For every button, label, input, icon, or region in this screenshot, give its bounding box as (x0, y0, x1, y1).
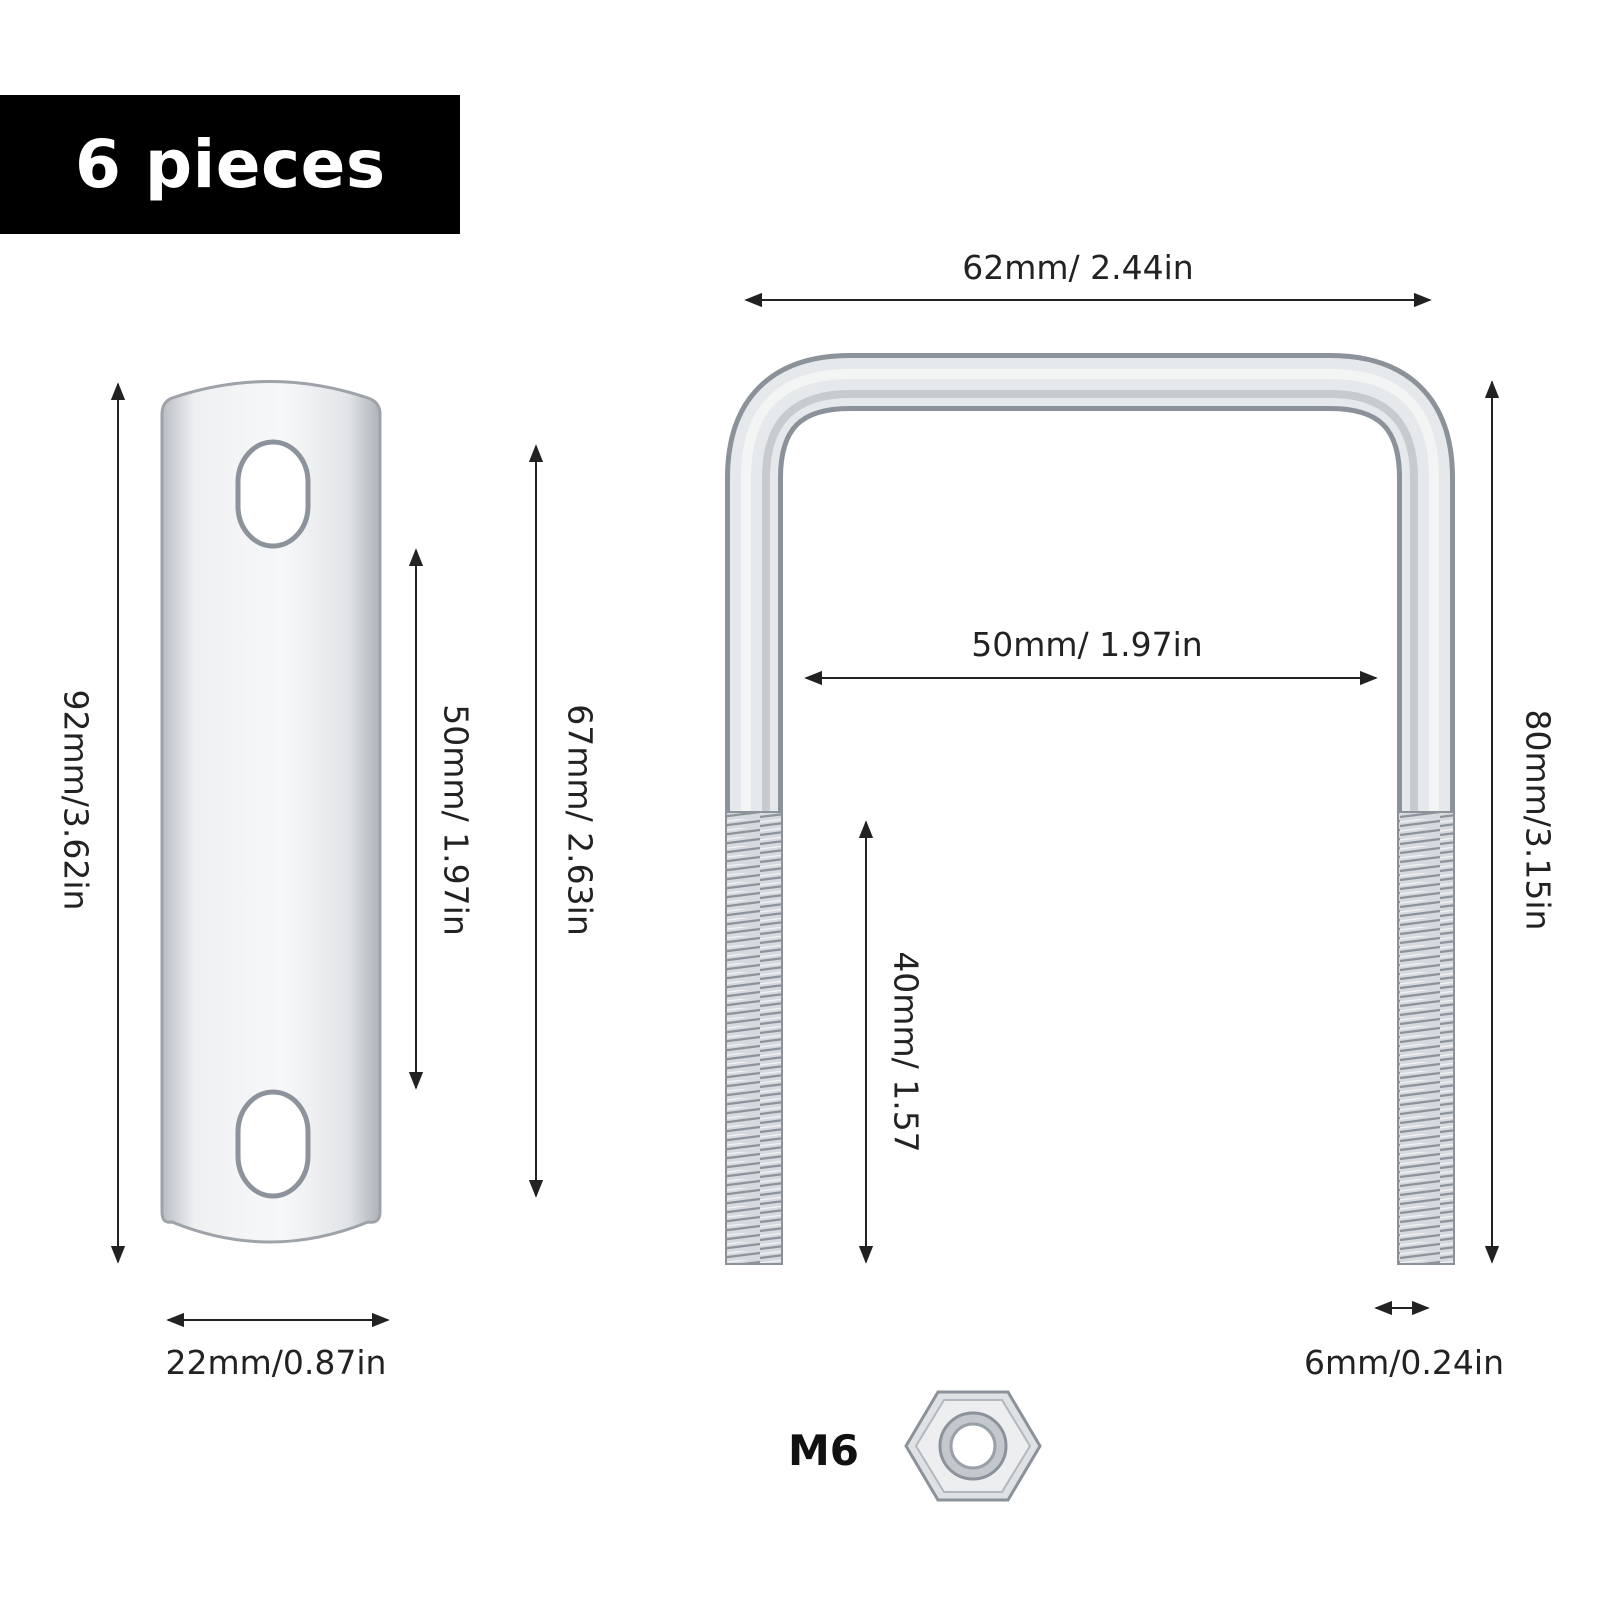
plate-slot-inner-label: 50mm/ 1.97in (437, 704, 476, 935)
plate-slot-outer-label: 67mm/ 2.63in (561, 704, 600, 935)
backing-plate (160, 380, 382, 1244)
right-thread (1397, 811, 1455, 1265)
hex-nut (904, 1390, 1042, 1502)
thread-length-label: 40mm/ 1.57 (887, 951, 926, 1152)
plate-top-slot (235, 439, 311, 549)
rod-diameter-label: 6mm/0.24in (1304, 1343, 1504, 1382)
plate-length-label: 92mm/3.62in (57, 690, 96, 911)
u-bolt (725, 353, 1455, 1265)
ubolt-outer-width-label: 62mm/ 2.44in (962, 248, 1193, 287)
left-thread (725, 811, 783, 1265)
ubolt-inner-width-label: 50mm/ 1.97in (971, 625, 1202, 664)
ubolt-height-label: 80mm/3.15in (1519, 710, 1558, 931)
nut-label: M6 (788, 1426, 859, 1475)
pieces-badge: 6 pieces (0, 95, 460, 234)
plate-bottom-slot (235, 1089, 311, 1199)
plate-width-label: 22mm/0.87in (166, 1343, 387, 1382)
